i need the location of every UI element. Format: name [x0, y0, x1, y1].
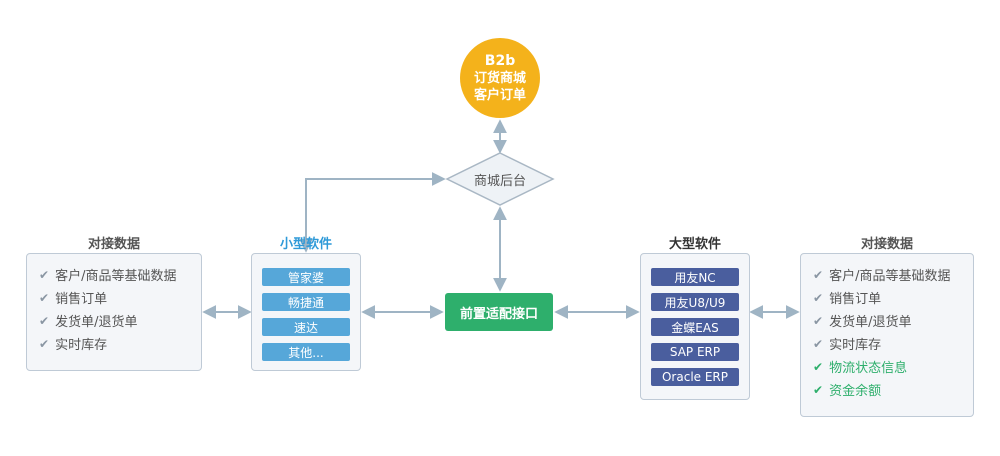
large-software-pill: 用友NC — [651, 268, 739, 286]
small-software-title: 小型软件 — [279, 237, 332, 252]
right-data-item-label: 发货单/退货单 — [829, 315, 912, 330]
small-software-pill: 管家婆 — [262, 268, 350, 286]
check-icon: ✔ — [813, 267, 824, 282]
left-data-card: ✔ 客户/商品等基础数据 ✔ 销售订单 ✔ 发货单/退货单 ✔ 实时库存 — [26, 253, 202, 371]
right-data-item-label: 销售订单 — [829, 292, 882, 307]
right-data-list: ✔ 客户/商品等基础数据 ✔ 销售订单 ✔ 发货单/退货单 ✔ 实时库存 ✔ 物流状态信息 ✔ 资金余… — [801, 254, 973, 401]
connector-small-hub — [299, 172, 446, 253]
large-software-pill: Oracle ERP — [651, 368, 739, 386]
check-icon: ✔ — [813, 382, 824, 397]
hub-diamond — [445, 152, 555, 206]
small-software-pill: 速达 — [262, 318, 350, 336]
hub-label: 商城后台 — [473, 173, 526, 189]
right-data-item: ✔ 客户/商品等基础数据 — [813, 263, 973, 286]
right-data-item: ✔ 实时库存 — [813, 332, 973, 355]
left-data-item-label: 客户/商品等基础数据 — [55, 269, 177, 284]
left-data-item: ✔ 发货单/退货单 — [39, 309, 201, 332]
left-data-item: ✔ 客户/商品等基础数据 — [39, 263, 201, 286]
b2b-node-line3: 客户订单 — [473, 87, 526, 103]
right-data-title: 对接数据 — [860, 237, 913, 252]
adapter-interface: 前置适配接口 — [445, 293, 553, 331]
right-data-item-label: 资金余额 — [829, 384, 882, 399]
left-data-list: ✔ 客户/商品等基础数据 ✔ 销售订单 ✔ 发货单/退货单 ✔ 实时库存 — [27, 254, 201, 355]
check-icon: ✔ — [813, 313, 824, 328]
b2b-mall-node: B2b 订货商城 客户订单 — [460, 38, 540, 118]
right-data-card: ✔ 客户/商品等基础数据 ✔ 销售订单 ✔ 发货单/退货单 ✔ 实时库存 ✔ 物流状态信息 ✔ 资金余… — [800, 253, 974, 417]
large-software-pill: 金蝶EAS — [651, 318, 739, 336]
check-icon: ✔ — [813, 336, 824, 351]
check-icon: ✔ — [39, 290, 50, 305]
left-data-item-label: 发货单/退货单 — [55, 315, 138, 330]
left-data-item-label: 实时库存 — [55, 338, 108, 353]
large-software-title: 大型软件 — [668, 237, 721, 252]
check-icon: ✔ — [39, 267, 50, 282]
b2b-node-line1: B2b — [484, 52, 516, 69]
check-icon: ✔ — [39, 313, 50, 328]
check-icon: ✔ — [39, 336, 50, 351]
right-data-item: ✔ 物流状态信息 — [813, 355, 973, 378]
large-software-pill: SAP ERP — [651, 343, 739, 361]
right-data-item-label: 物流状态信息 — [829, 361, 908, 376]
check-icon: ✔ — [813, 359, 824, 374]
right-data-item: ✔ 发货单/退货单 — [813, 309, 973, 332]
b2b-node-line2: 订货商城 — [473, 70, 526, 86]
small-software-pill: 其他... — [262, 343, 350, 361]
left-data-item: ✔ 实时库存 — [39, 332, 201, 355]
left-data-item-label: 销售订单 — [55, 292, 108, 307]
right-data-item: ✔ 销售订单 — [813, 286, 973, 309]
right-data-item-label: 客户/商品等基础数据 — [829, 269, 951, 284]
left-data-title: 对接数据 — [87, 237, 140, 252]
large-software-pill: 用友U8/U9 — [651, 293, 739, 311]
check-icon: ✔ — [813, 290, 824, 305]
right-data-item-label: 实时库存 — [829, 338, 882, 353]
left-data-item: ✔ 销售订单 — [39, 286, 201, 309]
small-software-pill: 畅捷通 — [262, 293, 350, 311]
right-data-item: ✔ 资金余额 — [813, 378, 973, 401]
